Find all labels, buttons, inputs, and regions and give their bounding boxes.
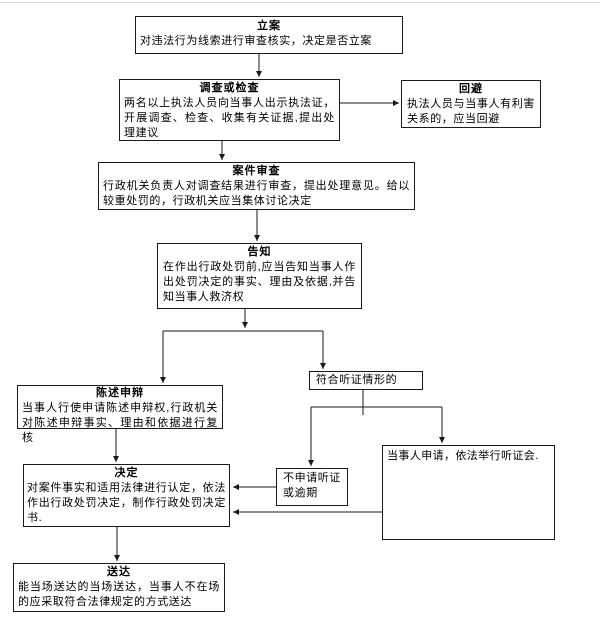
node-statement-defense-body: 当事人行使申请陈述申辩权,行政机关对陈述申辩事实、理由和依据进行复核 [22,402,218,444]
node-notification-title: 告知 [247,246,272,258]
node-hearing-held: 当事人申请，依法举行听证会. [382,445,555,540]
node-case-review-body: 行政机关负责人对调查结果进行审查，提出处理意见。给以较重处罚的，行政机关应当集体… [103,180,410,207]
node-case-filing-body: 对违法行为线索进行审查核实，决定是否立案 [140,35,372,47]
node-recusal: 回避 执法人员与当事人有利害关系的，应当回避 [401,80,541,128]
node-investigation-body: 两名以上执法人员向当事人出示执法证，开展调查、检查、收集有关证据,提出处理建议 [124,97,335,139]
node-statement-defense: 陈述申辩 当事人行使申请陈述申辩权,行政机关对陈述申辩事实、理由和依据进行复核 [17,385,223,444]
node-decision-title: 决定 [114,467,139,479]
node-case-review-title: 案件审查 [232,165,281,177]
node-recusal-title: 回避 [459,83,483,95]
node-case-filing: 立案 对违法行为线索进行审查核实，决定是否立案 [135,16,403,54]
node-statement-defense-title: 陈述申辩 [96,387,144,399]
node-investigation: 调查或检查 两名以上执法人员向当事人出示执法证，开展调查、检查、收集有关证据,提… [119,79,340,141]
node-decision: 决定 对案件事实和适用法律进行认定，依法作出行政处罚决定，制作行政处罚决定书. [23,464,230,527]
node-notification-body: 在作出行政处罚前,应当告知当事人作出处罚决定的事实、理由及依据,并告知当事人救济… [163,261,356,303]
node-service-body: 能当场送达的当场送达，当事人不在场的应采取符合法律规定的方式送达 [18,581,220,608]
node-notification: 告知 在作出行政处罚前,应当告知当事人作出处罚决定的事实、理由及依据,并告知当事… [157,243,362,309]
node-no-hearing-request-body: 不申请听证或逾期 [283,472,341,499]
top-divider [0,2,600,3]
node-service: 送达 能当场送达的当场送达，当事人不在场的应采取符合法律规定的方式送达 [13,563,225,612]
node-investigation-title: 调查或检查 [199,82,260,94]
node-decision-body: 对案件事实和适用法律进行认定，依法作出行政处罚决定，制作行政处罚决定书. [27,482,226,524]
node-no-hearing-request: 不申请听证或逾期 [276,468,348,506]
node-case-review: 案件审查 行政机关负责人对调查结果进行审查，提出处理意见。给以较重处罚的，行政机… [98,162,415,210]
node-recusal-body: 执法人员与当事人有利害关系的，应当回避 [407,98,535,125]
node-hearing-held-body: 当事人申请，依法举行听证会. [387,450,539,462]
node-case-filing-title: 立案 [257,20,281,32]
node-hearing-condition: 符合听证情形的 [309,371,423,390]
node-service-title: 送达 [107,566,131,578]
node-hearing-condition-body: 符合听证情形的 [316,374,398,386]
